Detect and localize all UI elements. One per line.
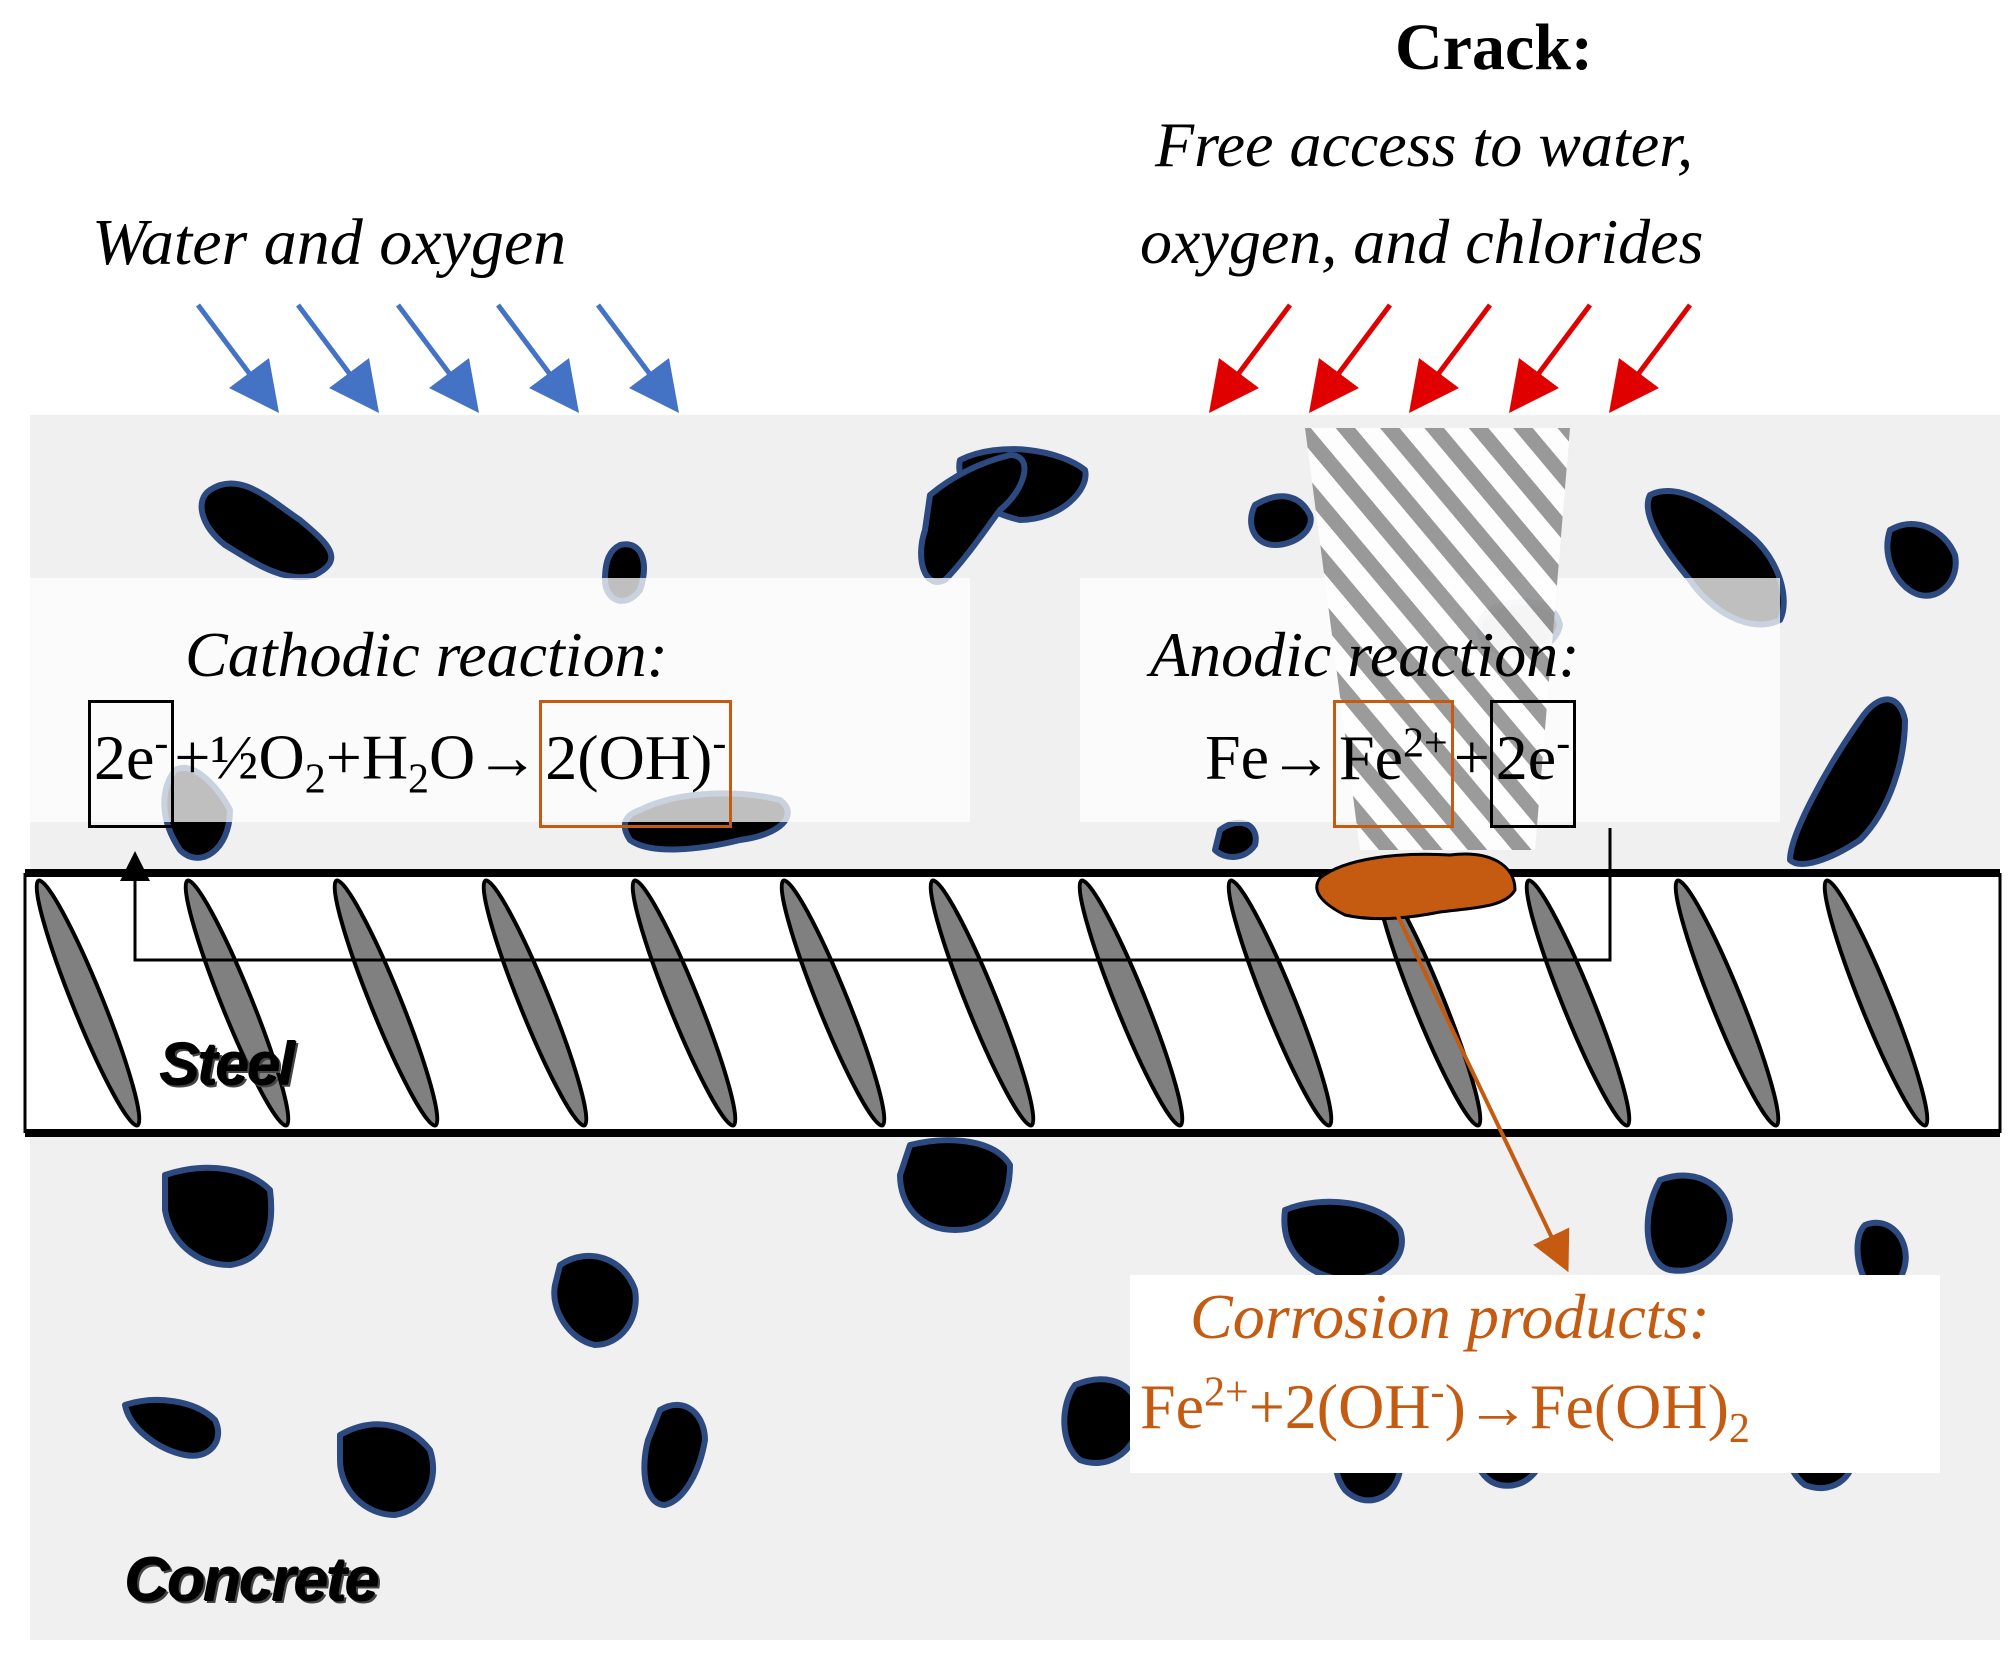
corrosion-panel [1130, 1275, 1940, 1473]
water-oxygen-arrows [196, 303, 679, 413]
hydroxide-box: 2(OH)- [539, 700, 733, 828]
steel-label: Steel [160, 1031, 295, 1098]
crack-line-2: oxygen, and chlorides [1140, 206, 1704, 277]
crack-title: Crack: [1395, 11, 1593, 84]
ferrous-ion-box: Fe2+ [1333, 700, 1454, 828]
water-oxygen-label: Water and oxygen [92, 206, 567, 279]
steel-rib [481, 878, 589, 1128]
corrosion-equation: Fe2++2(OH-)→Fe(OH)2 [1140, 1369, 1750, 1452]
steel-rib [928, 878, 1036, 1128]
steel-rib [1822, 878, 1930, 1128]
crack [1305, 428, 1570, 850]
electron-box-cathodic: 2e- [88, 700, 175, 828]
steel-ribs [34, 878, 1930, 1128]
crack-line-1: Free access to water, [1155, 109, 1693, 180]
corrosion-blob [1315, 852, 1517, 921]
corrosion-heading: Corrosion products: [1190, 1281, 1710, 1352]
electron-path [120, 828, 1612, 962]
cathodic-heading: Cathodic reaction: [185, 619, 668, 690]
steel-rib [1077, 878, 1185, 1128]
electron-box-anodic: 2e- [1489, 700, 1577, 828]
steel-rib [1524, 878, 1632, 1128]
cathodic-panel [30, 578, 970, 822]
steel-rib [332, 878, 440, 1128]
anodic-equation: Fe→Fe2++2e- [1205, 700, 1577, 828]
steel-bar [23, 869, 2002, 1137]
concrete-label: Concrete [125, 1546, 380, 1615]
corrosion-arrow [1393, 909, 1570, 1273]
steel-rib [183, 878, 291, 1128]
steel-rib [779, 878, 887, 1128]
steel-rib [34, 878, 142, 1128]
chloride-arrows [1209, 303, 1692, 413]
steel-rib [1673, 878, 1781, 1128]
steel-rib [630, 878, 738, 1128]
anodic-heading: Anodic reaction: [1150, 619, 1580, 690]
cathodic-equation: 2e-+½O2+H2O→2(OH)- [88, 700, 733, 828]
steel-rib [1226, 878, 1334, 1128]
